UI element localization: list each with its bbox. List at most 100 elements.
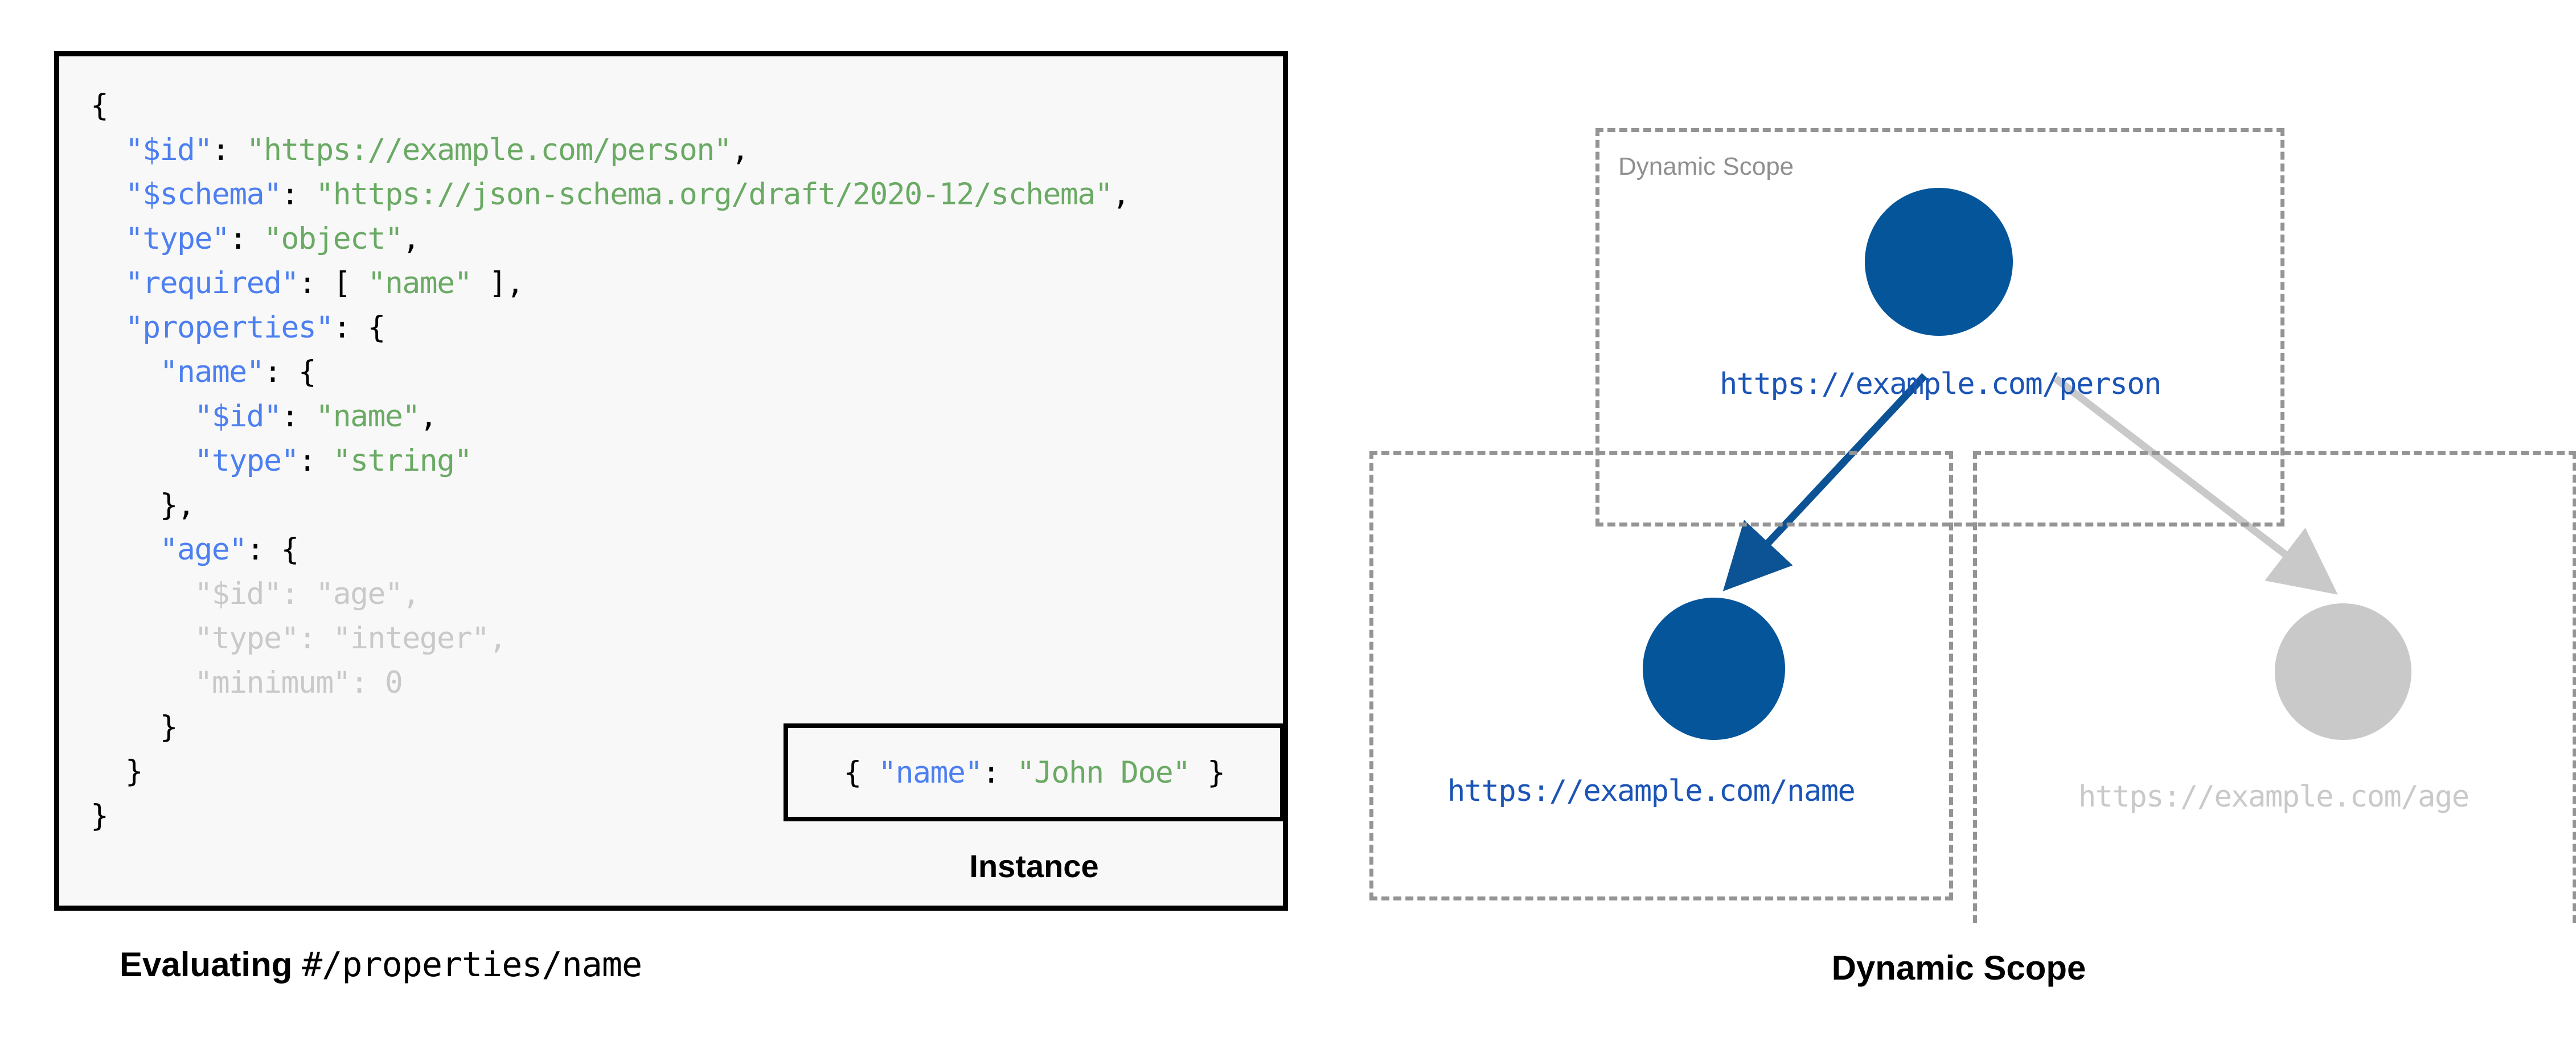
node-person-label: https://example.com/person: [1720, 367, 2161, 401]
code-token: : {: [246, 532, 300, 567]
evaluating-caption-bold: Evaluating: [120, 945, 293, 984]
code-token: [91, 577, 194, 611]
code-token: : [: [298, 266, 368, 301]
code-line: }: [91, 794, 1130, 838]
instance-box: { "name": "John Doe" }: [784, 723, 1285, 821]
code-token: "string": [333, 443, 473, 478]
code-line: "age": {: [91, 528, 1130, 572]
code-token: :: [982, 755, 1017, 790]
node-age-circle: [2275, 603, 2411, 740]
code-token: [91, 355, 160, 389]
evaluating-caption: Evaluating #/properties/name: [120, 945, 642, 985]
code-token: "name": [367, 266, 473, 301]
code-token: "$id": [194, 399, 282, 434]
code-token: ,: [1112, 177, 1130, 212]
code-token: "name": [159, 355, 265, 389]
code-token: "name": [878, 755, 983, 790]
code-token: :: [298, 443, 333, 478]
code-token: :: [211, 133, 247, 167]
code-token: :: [298, 621, 333, 656]
code-token: },: [91, 488, 195, 523]
code-line: "$id": "age",: [91, 572, 1130, 616]
code-token: ,: [489, 621, 507, 656]
code-line: "name": {: [91, 350, 1130, 394]
edge-person-to-age: [2053, 375, 2338, 595]
code-token: "$id": [125, 133, 213, 167]
scope-box-person: [1595, 128, 2284, 526]
code-token: ,: [419, 399, 438, 434]
code-token: ,: [402, 221, 420, 256]
code-token: 0: [384, 665, 403, 700]
code-token: :: [350, 665, 385, 700]
code-token: : {: [264, 355, 317, 389]
code-token: "age": [159, 532, 248, 567]
code-token: [91, 266, 125, 301]
code-token: ,: [731, 133, 749, 167]
code-token: {: [91, 88, 109, 123]
node-person-circle[interactable]: [1865, 188, 2013, 336]
code-token: [91, 443, 194, 478]
code-token: :: [281, 399, 316, 434]
code-token: "https://example.com/person": [246, 133, 732, 167]
code-line: },: [91, 483, 1130, 528]
scope-box-name: [1369, 451, 1953, 900]
code-token: }: [91, 710, 178, 744]
code-line: "type": "string": [91, 439, 1130, 483]
code-token: "$id": [194, 577, 282, 611]
code-token: :: [229, 221, 264, 256]
node-age-label: https://example.com/age: [2078, 780, 2470, 814]
edge-person-to-name: [1722, 373, 1927, 591]
schema-code-block: { "$id": "https://example.com/person", "…: [91, 84, 1130, 838]
code-line: {: [91, 84, 1130, 128]
code-line: "type": "object",: [91, 217, 1130, 261]
code-token: [91, 133, 125, 167]
schema-panel: { "$id": "https://example.com/person", "…: [54, 51, 1288, 911]
code-token: [91, 310, 125, 345]
code-line: "properties": {: [91, 306, 1130, 350]
node-name-label: https://example.com/name: [1447, 774, 1856, 808]
scope-inner-label: Dynamic Scope: [1618, 153, 1794, 180]
dynamic-scope-diagram: Dynamic Scope https://example.com/person…: [1321, 68, 2576, 923]
code-token: "age": [315, 577, 403, 611]
code-line: "$id": "https://example.com/person",: [91, 128, 1130, 172]
code-token: }: [1189, 755, 1225, 790]
code-line: "minimum": 0: [91, 661, 1130, 705]
evaluating-caption-pointer: #/properties/name: [302, 945, 642, 985]
code-token: :: [281, 577, 316, 611]
code-token: "type": [194, 443, 299, 478]
code-token: "object": [264, 221, 403, 256]
diagram-arrows-svg: [1722, 373, 2338, 595]
instance-caption: Instance: [969, 848, 1099, 884]
code-token: [91, 621, 194, 656]
code-token: ],: [471, 266, 524, 301]
code-token: {: [843, 755, 879, 790]
code-token: "required": [125, 266, 300, 301]
code-token: : {: [333, 310, 386, 345]
code-token: }: [91, 799, 109, 833]
code-line: "required": [ "name" ],: [91, 261, 1130, 306]
code-token: "https://json-schema.org/draft/2020-12/s…: [315, 177, 1113, 212]
code-token: [91, 399, 194, 434]
code-line: "type": "integer",: [91, 616, 1130, 661]
node-name-circle[interactable]: [1643, 598, 1785, 740]
code-token: "$schema": [125, 177, 282, 212]
code-line: }: [91, 750, 1130, 794]
code-line: "$schema": "https://json-schema.org/draf…: [91, 172, 1130, 217]
code-token: "integer": [333, 621, 490, 656]
dynamic-scope-caption: Dynamic Scope: [1831, 949, 2086, 987]
code-token: [91, 221, 125, 256]
code-token: [91, 177, 125, 212]
code-token: "minimum": [194, 665, 351, 700]
scope-box-age: [1973, 451, 2576, 923]
instance-code: { "name": "John Doe" }: [843, 755, 1225, 790]
code-token: [91, 532, 160, 567]
code-token: "type": [194, 621, 299, 656]
code-token: "type": [125, 221, 230, 256]
code-line: }: [91, 705, 1130, 750]
code-token: "properties": [125, 310, 334, 345]
code-token: "name": [315, 399, 420, 434]
code-token: ,: [402, 577, 420, 611]
code-token: [91, 665, 194, 700]
code-token: :: [281, 177, 316, 212]
code-token: }: [91, 754, 143, 789]
